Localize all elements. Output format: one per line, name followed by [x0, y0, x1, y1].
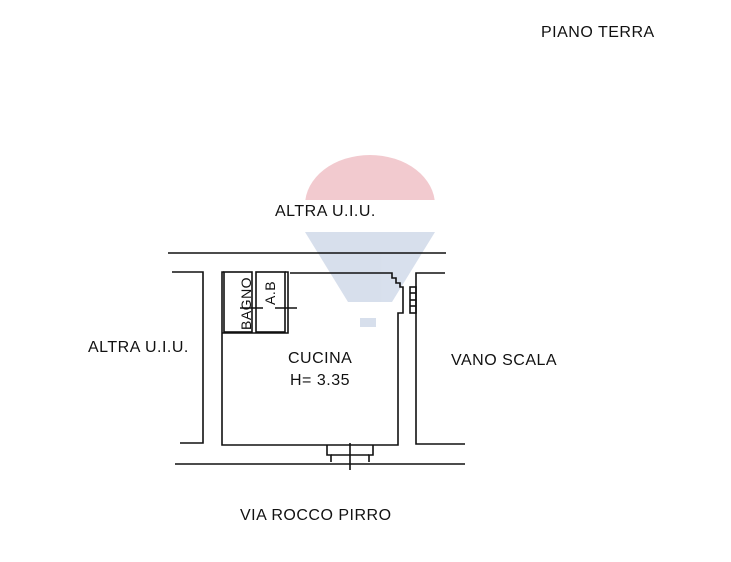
- label-stairwell: VANO SCALA: [451, 352, 558, 369]
- walls: [168, 252, 465, 470]
- label-bathroom: BAGNO: [238, 276, 254, 330]
- label-room-height: H= 3.35: [290, 372, 350, 389]
- label-street: VIA ROCCO PIRRO: [240, 507, 392, 524]
- label-antibagno: A.B: [262, 280, 278, 305]
- floor-title: PIANO TERRA: [541, 24, 655, 41]
- label-north-unit: ALTRA U.I.U.: [275, 203, 376, 220]
- label-west-unit: ALTRA U.I.U.: [88, 339, 189, 356]
- label-room: CUCINA: [288, 350, 353, 367]
- remax-watermark: [305, 155, 435, 327]
